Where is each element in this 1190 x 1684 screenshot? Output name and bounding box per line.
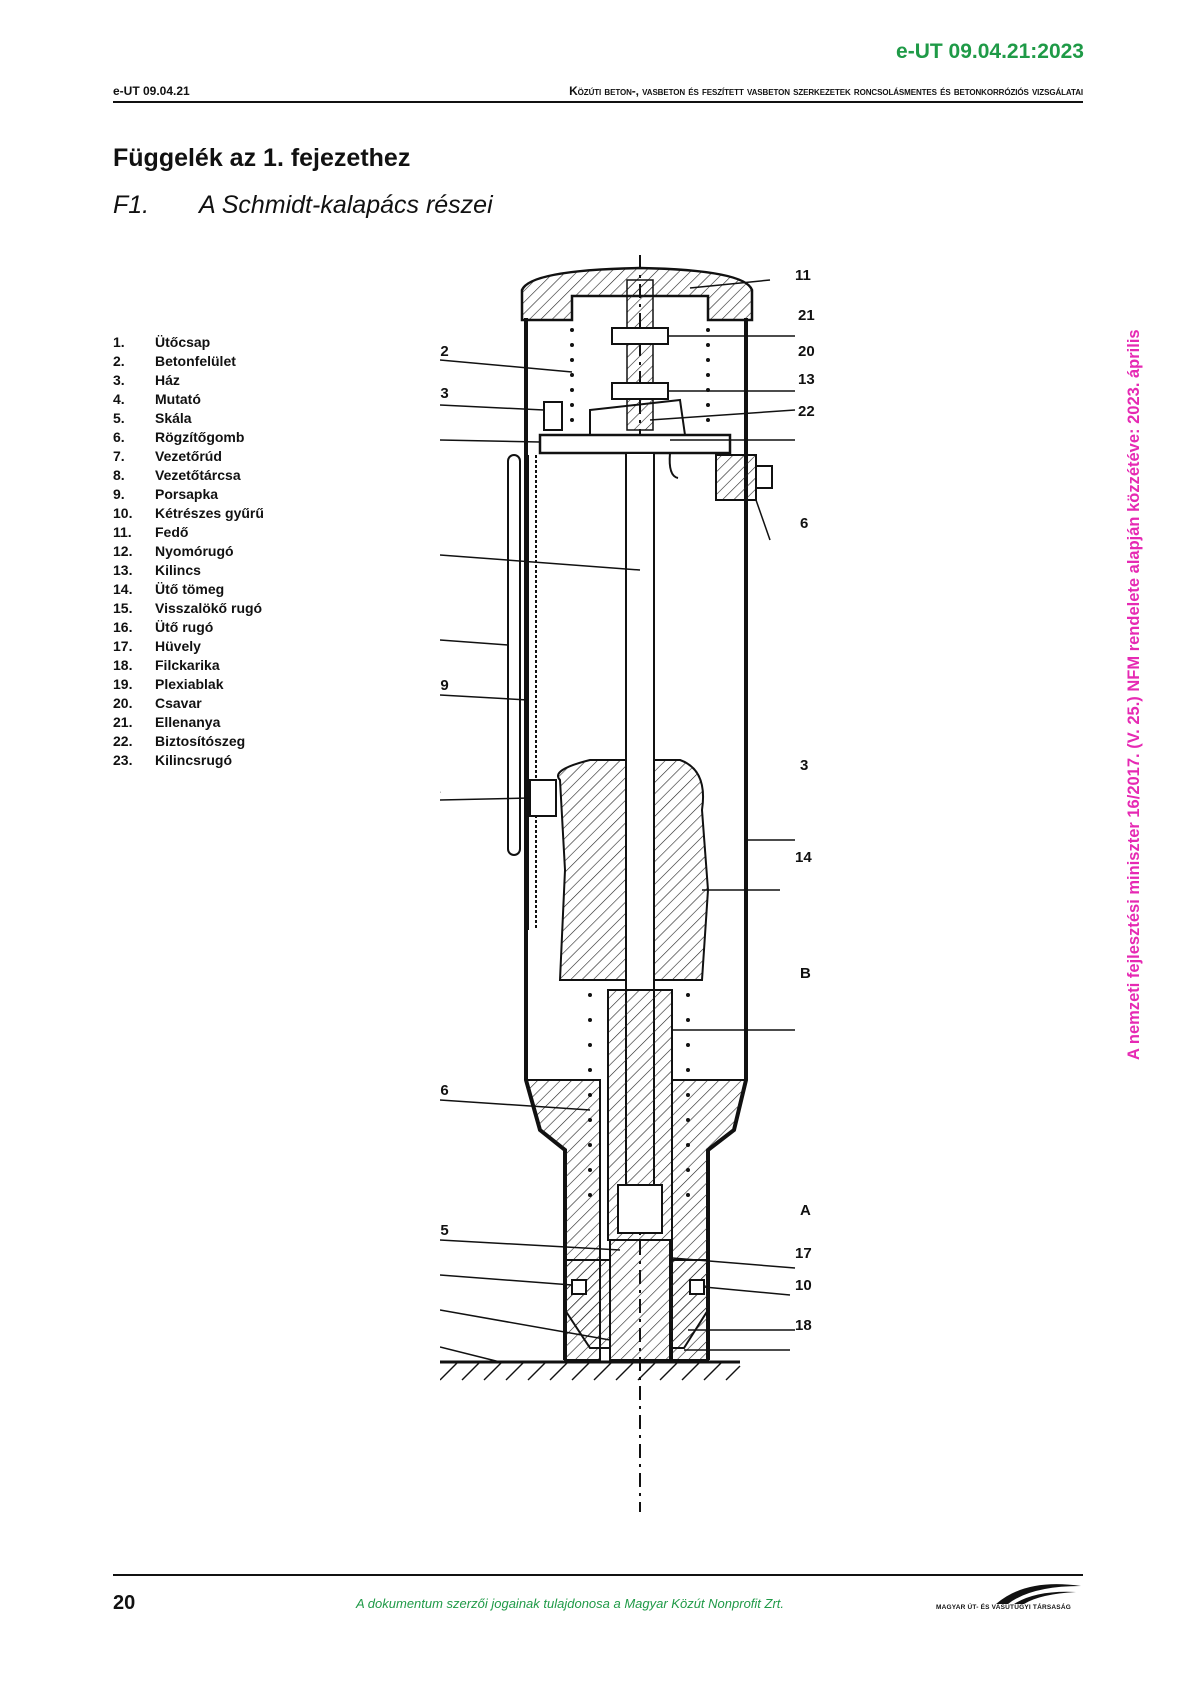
legend-item: 3.Ház bbox=[113, 372, 180, 388]
legend-item: 5.Skála bbox=[113, 410, 192, 426]
label-11: 11 bbox=[795, 267, 811, 284]
housing-outline bbox=[524, 318, 567, 1360]
nut-part bbox=[611, 382, 669, 400]
copyright-notice: A dokumentum szerzői jogainak tulajdonos… bbox=[356, 1596, 785, 1611]
label-10: 10 bbox=[795, 1277, 812, 1294]
legend-item: 23.Kilincsrugó bbox=[113, 752, 233, 768]
label-17: 17 bbox=[795, 1245, 812, 1262]
legend-item: 13.Kilincs bbox=[113, 562, 201, 578]
legend-item: 19.Plexiablak bbox=[113, 676, 224, 692]
label-21: 21 bbox=[798, 307, 815, 324]
appendix-title: Függelék az 1. fejezethez bbox=[113, 144, 411, 172]
impact-spring bbox=[588, 993, 690, 1197]
label-3: 3 bbox=[800, 757, 808, 774]
locknut-part bbox=[611, 327, 669, 345]
header-divider bbox=[113, 101, 1083, 103]
publication-note: A nemzeti fejlesztési miniszter 16/2017.… bbox=[1125, 160, 1155, 1060]
header-short-code: e-UT 09.04.21 bbox=[113, 84, 190, 98]
pointer-part bbox=[529, 779, 557, 817]
logo-text: MAGYAR ÚT- ÉS VASÚTÜGYI TÁRSASÁG bbox=[936, 1604, 1071, 1611]
label-4: 4 bbox=[440, 782, 441, 799]
label-20: 20 bbox=[798, 343, 815, 360]
legend-item: 14.Ütő tömeg bbox=[113, 581, 225, 597]
label-A: A bbox=[800, 1202, 811, 1219]
label-16: 16 bbox=[440, 1082, 449, 1099]
legend-item: 10.Kétrészes gyűrű bbox=[113, 505, 264, 521]
bushing-part bbox=[617, 1184, 663, 1234]
label-19: 19 bbox=[440, 677, 449, 694]
legend-item: 15.Visszalökő rugó bbox=[113, 600, 263, 616]
legend-item: 12.Nyomórugó bbox=[113, 543, 234, 559]
legend-item: 18.Filckarika bbox=[113, 657, 220, 673]
label-22: 22 bbox=[798, 403, 815, 420]
plunger-part bbox=[609, 1239, 671, 1361]
label-14: 14 bbox=[795, 849, 812, 866]
two-part-ring bbox=[571, 1279, 587, 1295]
label-18: 18 bbox=[795, 1317, 812, 1334]
legend-item: 17.Hüvely bbox=[113, 638, 201, 654]
society-logo: MAGYAR ÚT- ÉS VASÚTÜGYI TÁRSASÁG bbox=[936, 1580, 1086, 1620]
label-B: B bbox=[800, 965, 811, 982]
figure-caption: A Schmidt-kalapács részei bbox=[199, 191, 493, 219]
schmidt-hammer-diagram: 11 21 20 13 22 6 3 14 B A 17 10 18 12 23… bbox=[440, 255, 815, 1512]
legend-item: 11.Fedő bbox=[113, 524, 189, 540]
legend-item: 6.Rögzítőgomb bbox=[113, 429, 245, 445]
logo-swoosh-icon bbox=[996, 1584, 1081, 1604]
figure-title: F1. A Schmidt-kalapács részei bbox=[113, 191, 493, 220]
footer-divider bbox=[113, 1574, 1083, 1576]
scale-bar bbox=[507, 454, 521, 856]
legend-item: 22.Biztosítószeg bbox=[113, 733, 246, 749]
guide-disc bbox=[538, 433, 732, 455]
fixing-button bbox=[715, 454, 757, 501]
label-13: 13 bbox=[798, 371, 815, 388]
legend-item: 2.Betonfelület bbox=[113, 353, 236, 369]
legend-item: 21.Ellenanya bbox=[113, 714, 221, 730]
legend-item: 20.Csavar bbox=[113, 695, 202, 711]
page-number: 20 bbox=[113, 1592, 136, 1614]
compression-spring bbox=[570, 328, 710, 422]
latch-spring bbox=[543, 401, 563, 431]
publication-note-text: A nemzeti fejlesztési miniszter 16/2017.… bbox=[1125, 329, 1143, 1060]
document-code: e-UT 09.04.21:2023 bbox=[896, 40, 1084, 63]
legend-item: 1.Ütőcsap bbox=[113, 334, 211, 350]
parts-legend: 1.Ütőcsap 2.Betonfelület 3.Ház 4.Mutató … bbox=[113, 333, 264, 770]
label-12: 12 bbox=[440, 343, 449, 360]
label-15: 15 bbox=[440, 1222, 449, 1239]
legend-item: 4.Mutató bbox=[113, 391, 201, 407]
screw-part bbox=[626, 279, 654, 431]
figure-number: F1. bbox=[113, 191, 150, 219]
legend-item: 8.Vezetőtárcsa bbox=[113, 467, 241, 483]
legend-item: 16.Ütő rugó bbox=[113, 619, 214, 635]
legend-item: 7.Vezetőrúd bbox=[113, 448, 222, 464]
label-6: 6 bbox=[800, 515, 808, 532]
impact-mass bbox=[557, 759, 627, 981]
legend-item: 9.Porsapka bbox=[113, 486, 219, 502]
header-running-title: Közúti beton-, vasbeton és feszített vas… bbox=[569, 84, 1083, 98]
label-23: 23 bbox=[440, 385, 449, 402]
